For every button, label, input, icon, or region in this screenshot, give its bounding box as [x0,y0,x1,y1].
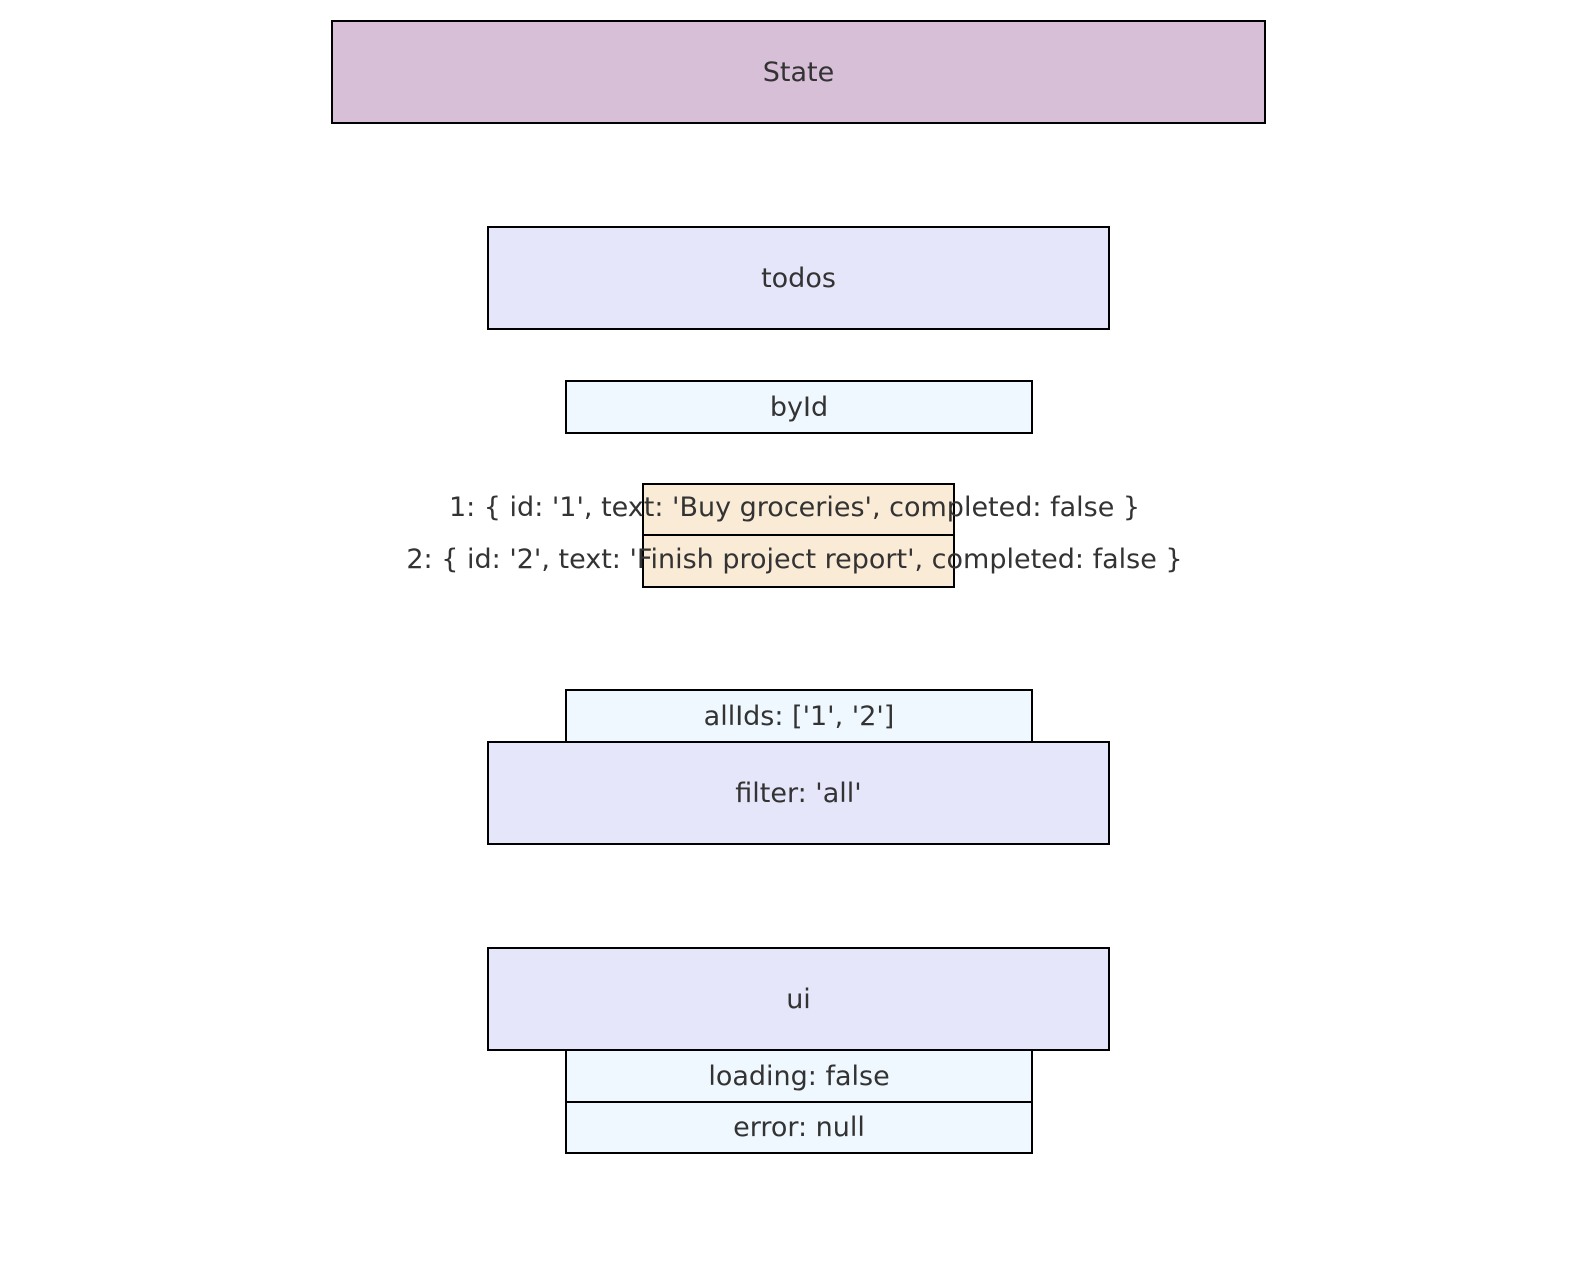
filter-node: filter: 'all' [487,741,1110,845]
byid-node: byId [565,380,1033,434]
allids-node: allIds: ['1', '2'] [565,689,1033,743]
ui-node: ui [487,947,1110,1051]
ui-node-label: ui [786,983,811,1015]
loading-node-label: loading: false [708,1060,890,1092]
todos-node-label: todos [761,262,836,294]
error-node-label: error: null [733,1112,865,1143]
filter-node-label: filter: 'all' [735,777,862,809]
record-2-box [642,534,955,588]
state-node-label: State [762,56,835,88]
allids-node-label: allIds: ['1', '2'] [703,700,895,732]
record-2-label: 2: { id: '2', text: 'Finish project repo… [406,544,1183,575]
todos-node: todos [487,226,1110,330]
loading-node: loading: false [565,1049,1033,1103]
state-node: State [331,20,1266,124]
error-node: error: null [565,1101,1033,1154]
byid-node-label: byId [769,391,829,423]
record-1-label: 1: { id: '1', text: 'Buy groceries', com… [448,492,1141,523]
